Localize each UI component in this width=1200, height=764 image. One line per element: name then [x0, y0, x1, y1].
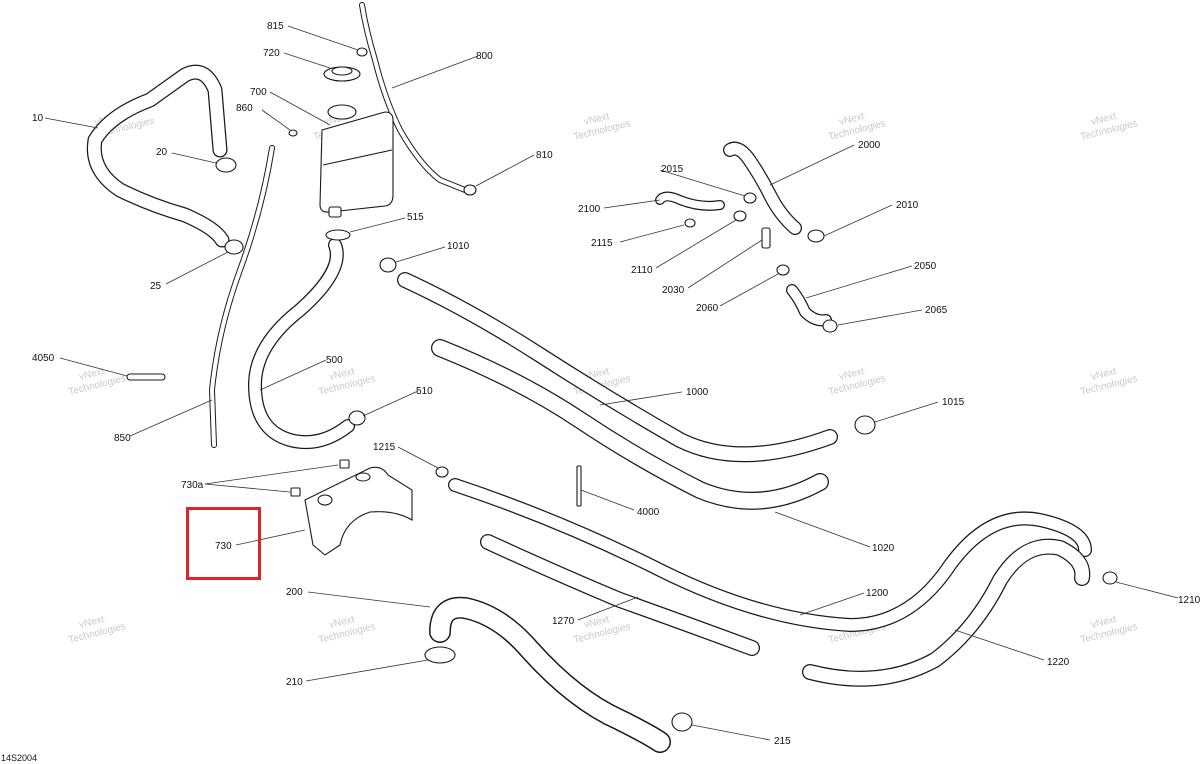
label-2030[interactable]: 2030 — [662, 285, 685, 296]
label-1010[interactable]: 1010 — [447, 241, 470, 252]
label-730a[interactable]: 730a — [181, 480, 204, 491]
label-510[interactable]: 510 — [416, 386, 433, 397]
label-1015[interactable]: 1015 — [942, 397, 965, 408]
clamp-810[interactable] — [463, 184, 477, 196]
hose-1200[interactable] — [448, 478, 1092, 632]
label-2000[interactable]: 2000 — [858, 140, 881, 151]
label-2065[interactable]: 2065 — [925, 305, 948, 316]
nut-730a[interactable] — [339, 459, 350, 469]
label-4000[interactable]: 4000 — [637, 507, 660, 518]
clamp-2115[interactable] — [684, 218, 696, 228]
label-815[interactable]: 815 — [267, 21, 284, 32]
clamp-215[interactable] — [671, 712, 693, 732]
clamp-2110[interactable] — [733, 210, 747, 222]
hose-1220[interactable] — [802, 538, 1091, 687]
selected-part-highlight — [186, 507, 261, 580]
clamp-510[interactable] — [348, 410, 366, 426]
clamp-860[interactable] — [288, 129, 298, 137]
label-215[interactable]: 215 — [774, 736, 791, 747]
label-730[interactable]: 730 — [215, 541, 232, 552]
label-515[interactable]: 515 — [407, 212, 424, 223]
pin-4000[interactable] — [576, 465, 582, 507]
strap-4050[interactable] — [126, 373, 166, 381]
clamp-210[interactable] — [424, 646, 456, 664]
label-800[interactable]: 800 — [476, 51, 493, 62]
hose-10[interactable] — [86, 64, 230, 248]
hose-1270[interactable] — [480, 534, 760, 656]
label-20[interactable]: 20 — [156, 147, 168, 158]
label-810[interactable]: 810 — [536, 150, 553, 161]
label-10[interactable]: 10 — [32, 113, 44, 124]
clamp-1010[interactable] — [379, 257, 397, 273]
label-2050[interactable]: 2050 — [914, 261, 937, 272]
label-4050[interactable]: 4050 — [32, 353, 55, 364]
label-700[interactable]: 700 — [250, 87, 267, 98]
label-860[interactable]: 860 — [236, 103, 253, 114]
label-500[interactable]: 500 — [326, 355, 343, 366]
clamp-2065[interactable] — [822, 319, 838, 333]
clamp-1015[interactable] — [854, 415, 876, 435]
clamp-515[interactable] — [325, 229, 351, 241]
hose-1000[interactable] — [397, 272, 838, 463]
nut-730a[interactable] — [290, 487, 301, 497]
hose-500[interactable] — [248, 238, 355, 450]
label-2100[interactable]: 2100 — [578, 204, 601, 215]
label-25[interactable]: 25 — [150, 281, 162, 292]
label-850[interactable]: 850 — [114, 433, 131, 444]
label-2015[interactable]: 2015 — [661, 164, 684, 175]
clamp-2010[interactable] — [807, 229, 825, 243]
hose-1020[interactable] — [431, 339, 829, 510]
clamp-25[interactable] — [224, 239, 244, 255]
label-1020[interactable]: 1020 — [872, 543, 895, 554]
clamp-2060[interactable] — [776, 264, 790, 276]
clamp-2015[interactable] — [743, 192, 757, 204]
label-1210[interactable]: 1210 — [1178, 595, 1200, 606]
tank-700[interactable] — [319, 104, 394, 218]
fitting-2030[interactable] — [761, 227, 771, 249]
hose-800[interactable] — [359, 2, 468, 193]
label-1220[interactable]: 1220 — [1047, 657, 1070, 668]
label-210[interactable]: 210 — [286, 677, 303, 688]
hose-2050[interactable] — [786, 284, 832, 327]
cap-720[interactable] — [323, 66, 361, 82]
label-2060[interactable]: 2060 — [696, 303, 719, 314]
leader-lines — [44, 25, 1179, 741]
part-labels: 10 20 25 815 720 700 860 800 810 515 101… — [32, 21, 1200, 747]
clamp-815[interactable] — [356, 47, 368, 57]
label-720[interactable]: 720 — [263, 48, 280, 59]
label-1270[interactable]: 1270 — [552, 616, 575, 627]
clamp-1215[interactable] — [435, 466, 449, 478]
bracket-730[interactable] — [304, 466, 413, 556]
label-200[interactable]: 200 — [286, 587, 303, 598]
hose-2000[interactable] — [723, 141, 802, 235]
hose-850[interactable] — [209, 145, 275, 448]
label-1200[interactable]: 1200 — [866, 588, 889, 599]
label-2115[interactable]: 2115 — [591, 238, 613, 249]
label-1000[interactable]: 1000 — [686, 387, 709, 398]
clamp-1210[interactable] — [1102, 571, 1118, 585]
hose-200[interactable] — [429, 596, 671, 753]
label-1215[interactable]: 1215 — [373, 442, 396, 453]
clamp-20[interactable] — [215, 157, 237, 173]
label-2110[interactable]: 2110 — [631, 265, 653, 276]
diagram-code: 14S2004 — [1, 753, 37, 763]
hose-2100[interactable] — [655, 191, 725, 211]
label-2010[interactable]: 2010 — [896, 200, 919, 211]
